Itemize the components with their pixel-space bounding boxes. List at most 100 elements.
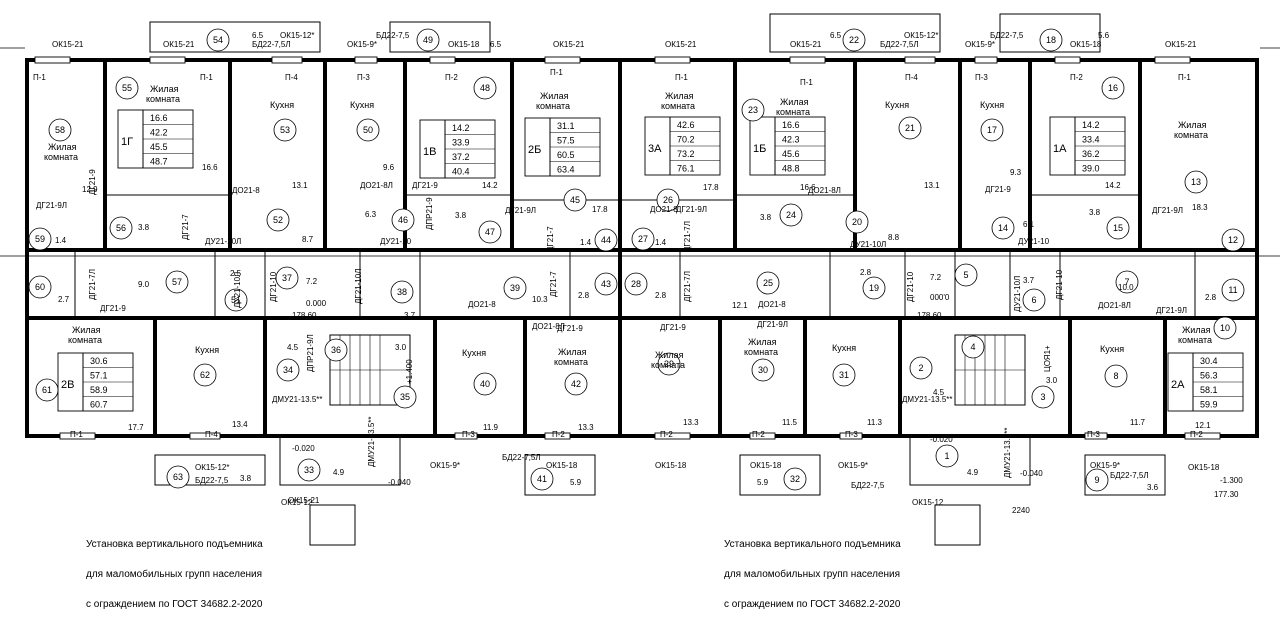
door-label: ДГ21-9Л [505, 206, 536, 215]
door-label: ДГ21-7Л [683, 221, 692, 252]
apartment-area-value: 56.3 [1200, 371, 1218, 381]
apartment-area-value: 37.2 [452, 152, 470, 162]
room-area: 5.9 [570, 478, 582, 487]
apartment-code: 1А [1053, 143, 1067, 155]
room-area: 6.3 [365, 210, 377, 219]
room-area: 16.6 [800, 183, 816, 192]
door-label: ДУ21-10Л [850, 240, 886, 249]
room-area: 4.9 [333, 468, 345, 477]
entrance-left [279, 434, 401, 486]
window-label: ОК15-18 [655, 461, 687, 470]
room-area: 1.4 [655, 238, 667, 247]
kitchen-label: Кухня [462, 348, 486, 358]
elevation-mark: 000'0 [930, 293, 950, 302]
apartment-area-value: 30.6 [90, 356, 108, 366]
room-number-circle [165, 270, 189, 294]
room-number: 18 [1046, 35, 1056, 45]
room-number: 32 [790, 474, 800, 484]
apartment-area-value: 31.1 [557, 121, 575, 131]
door-label: ДГ21-9Л [36, 201, 67, 210]
room-area: 14.2 [1105, 181, 1121, 190]
lift-right [934, 504, 981, 546]
kitchen-label: Кухня [1100, 344, 1124, 354]
room-area: 3.6 [1147, 483, 1159, 492]
door-label: ДГ21-9 [412, 181, 438, 190]
window-label: ОК15-12 [281, 498, 313, 507]
panel-label: П-2 [752, 430, 765, 439]
room-number: 24 [786, 210, 796, 220]
room-area: 3.0 [1046, 376, 1058, 385]
room-number-circle [530, 467, 554, 491]
balcony-bottom-2 [524, 454, 596, 496]
window-marks [34, 56, 1221, 440]
room-number: 41 [537, 474, 547, 484]
room-number-circle [656, 188, 680, 212]
panel-label: П-4 [285, 73, 298, 82]
room-area: 13.4 [232, 420, 248, 429]
room-number: 34 [283, 365, 293, 375]
room-number-circle [1022, 288, 1046, 312]
room-number: 59 [35, 234, 45, 244]
door-label: ДПР21-9Л [306, 334, 315, 372]
apartment-area-value: 14.2 [1082, 120, 1100, 130]
apartment-area-value: 63.4 [557, 165, 575, 175]
room-number: 47 [485, 227, 495, 237]
room-number-circle [393, 385, 417, 409]
balcony-door-label: БД22-7,5 [990, 31, 1024, 40]
room-number: 19 [869, 283, 879, 293]
dimension-label: 6.5 [252, 31, 264, 40]
apartment-area-value: 33.4 [1082, 135, 1100, 145]
room-number: 46 [398, 215, 408, 225]
room-area: 11.7 [1130, 418, 1146, 427]
door-label: ДО21-8 [758, 300, 786, 309]
window-label: ОК15-12* [904, 31, 938, 40]
room-number-circle [779, 203, 803, 227]
room-number-circle [473, 372, 497, 396]
door-label: ДУ21-10Л [205, 237, 241, 246]
panel-label: П-4 [205, 430, 218, 439]
room-number-circle [594, 272, 618, 296]
apartment-area-value: 42.3 [782, 135, 800, 145]
apartment-code: 1Б [753, 143, 766, 155]
room-number-circle [28, 275, 52, 299]
room-number-circle [206, 28, 230, 52]
panel-label: П-2 [660, 430, 673, 439]
apartment-area-value: 48.8 [782, 164, 800, 174]
room-area: 9.3 [1010, 168, 1022, 177]
room-area: 8.8 [888, 233, 900, 242]
panel-label: П-1 [70, 430, 83, 439]
elevation-mark: 177.30 [1214, 490, 1239, 499]
room-number-circle [1104, 364, 1128, 388]
room-area: 17.7 [128, 423, 144, 432]
room-number-circle [832, 363, 856, 387]
room-area: 13.1 [924, 181, 940, 190]
entrance-right [909, 434, 1031, 486]
apartment-code: 2А [1171, 379, 1185, 391]
window-label: ОК15-21 [790, 40, 822, 49]
window-label: ОК15-12* [280, 31, 314, 40]
note-line: Установка вертикального подъемника [724, 539, 901, 550]
window-label: БД22-7,5 [851, 481, 885, 490]
living-room-label: Жилая [558, 347, 587, 357]
room-number: 16 [1108, 83, 1118, 93]
room-number: 4 [970, 342, 975, 352]
panel-label: П-1 [1178, 73, 1191, 82]
room-area: 16.6 [202, 163, 218, 172]
room-number-circle [657, 352, 681, 376]
apartment-code: 2Б [528, 144, 541, 156]
room-number: 55 [122, 83, 132, 93]
room-number: 54 [213, 35, 223, 45]
room-area: 12.1 [1195, 421, 1211, 430]
door-label: ДГ21-7Л [683, 271, 692, 302]
door-label: ДГ21-9Л [1152, 206, 1183, 215]
apartment-area-value: 16.6 [150, 113, 168, 123]
room-area: 13.1 [292, 181, 308, 190]
dimension-label: 5.6 [1098, 31, 1110, 40]
room-number: 21 [905, 123, 915, 133]
apartment-area-value: 58.1 [1200, 385, 1218, 395]
panel-label: П-3 [357, 73, 370, 82]
lift-note-left: Установка вертикального подъемника для м… [86, 520, 263, 620]
window-label: ОК15-18 [750, 461, 782, 470]
room-area: 6.1 [1023, 220, 1035, 229]
